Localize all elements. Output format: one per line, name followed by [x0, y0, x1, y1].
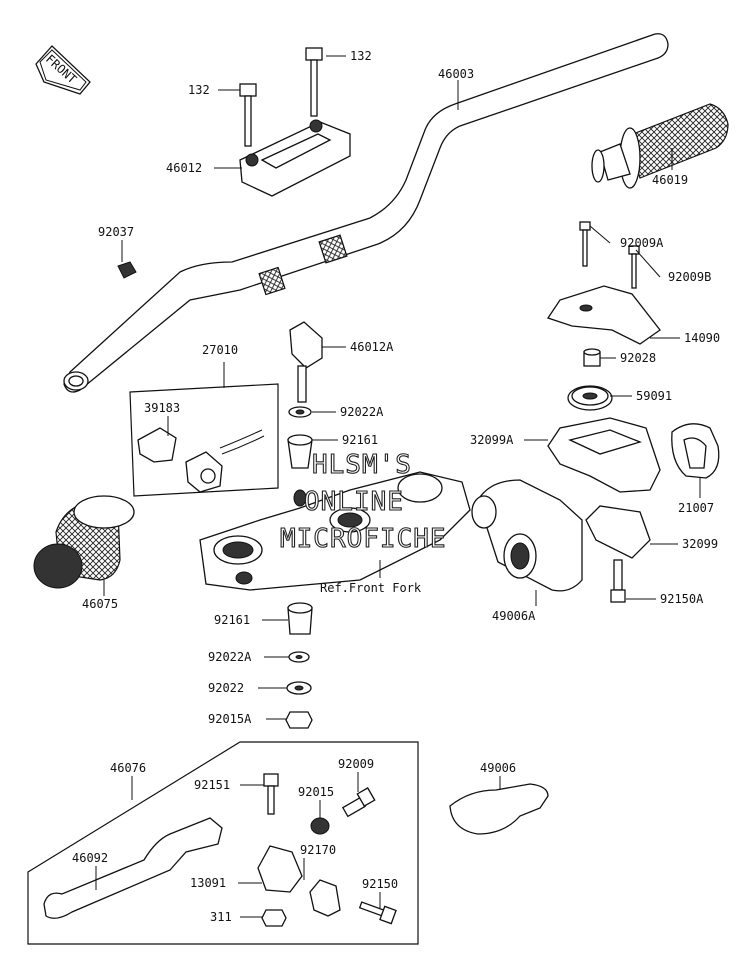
label-92022: 92022 [208, 681, 244, 695]
cable-guide-21007 [671, 423, 720, 479]
label-13091: 13091 [190, 876, 226, 890]
label-32099: 32099 [682, 537, 718, 551]
label-92022A-top: 92022A [340, 405, 384, 419]
bolt-132-right [305, 47, 323, 117]
label-92161-bottom: 92161 [214, 613, 250, 627]
label-92150: 92150 [362, 877, 398, 891]
label-39183: 39183 [144, 401, 180, 415]
collar-92028 [583, 348, 601, 367]
label-92009A: 92009A [620, 236, 664, 250]
reference-note: Ref.Front Fork [320, 581, 422, 595]
bolt-92150 [358, 901, 397, 925]
lower-clamp-46012A [289, 321, 323, 403]
handlebar [63, 33, 669, 393]
label-46019: 46019 [652, 173, 688, 187]
leader-lines [95, 55, 701, 918]
damper-92161-top [287, 434, 313, 469]
watermark: HLSM'S ONLINE MICROFICHE [279, 449, 447, 554]
label-92009: 92009 [338, 757, 374, 771]
switch-kit-box [129, 383, 279, 497]
throttle-cover-14090 [546, 221, 661, 345]
label-92022A-bottom: 92022A [208, 650, 252, 664]
bolt-132-left [239, 83, 257, 147]
lever-cover-49006 [449, 783, 549, 835]
label-92009B: 92009B [668, 270, 711, 284]
label-92170: 92170 [300, 843, 336, 857]
left-grip [33, 495, 135, 589]
throttle-cover-49006A [471, 479, 583, 592]
watermark-line-1: HLSM'S [312, 450, 412, 480]
label-132-left: 132 [188, 83, 210, 97]
grommet-59091 [567, 385, 613, 411]
screw-92150A [610, 559, 626, 603]
label-92150A: 92150A [660, 592, 704, 606]
label-49006: 49006 [480, 761, 516, 775]
label-46075: 46075 [82, 597, 118, 611]
front-arrow-icon: FRONT [35, 45, 91, 95]
nut-311 [261, 909, 287, 927]
adjuster-92015 [310, 817, 330, 835]
clip-92037 [117, 261, 137, 279]
adjuster-92009 [341, 787, 376, 818]
upper-clamp [239, 119, 351, 197]
label-46003: 46003 [438, 67, 474, 81]
throttle-housing-32099A [547, 417, 661, 493]
label-92015A: 92015A [208, 712, 252, 726]
label-32099A: 32099A [470, 433, 514, 447]
label-46012A: 46012A [350, 340, 394, 354]
clamp-92170 [309, 879, 341, 917]
throttle-housing-32099 [585, 505, 651, 559]
watermark-line-2: ONLINE [304, 487, 404, 517]
watermark-line-3: MICROFICHE [280, 524, 447, 554]
throttle-grip [591, 103, 729, 189]
label-46012: 46012 [166, 161, 202, 175]
label-21007: 21007 [678, 501, 714, 515]
label-92028: 92028 [620, 351, 656, 365]
label-92015: 92015 [298, 785, 334, 799]
label-311: 311 [210, 910, 232, 924]
label-59091: 59091 [636, 389, 672, 403]
lever-kit-box [27, 741, 419, 945]
label-132-right: 132 [350, 49, 372, 63]
perch-13091 [257, 845, 303, 893]
washer-92022A-bottom [288, 651, 310, 663]
label-14090: 14090 [684, 331, 720, 345]
lever-46092 [43, 817, 223, 919]
label-92161-top: 92161 [342, 433, 378, 447]
triple-clamp [199, 471, 471, 591]
label-46076: 46076 [110, 761, 146, 775]
label-92037: 92037 [98, 225, 134, 239]
washer-92022A-top [288, 406, 312, 418]
label-27010: 27010 [202, 343, 238, 357]
bolt-92151 [263, 773, 279, 815]
label-46092: 46092 [72, 851, 108, 865]
label-49006A: 49006A [492, 609, 536, 623]
nut-92015A [285, 711, 313, 729]
label-92151: 92151 [194, 778, 230, 792]
washer-92022 [286, 681, 312, 695]
damper-92161-bottom [287, 602, 313, 635]
